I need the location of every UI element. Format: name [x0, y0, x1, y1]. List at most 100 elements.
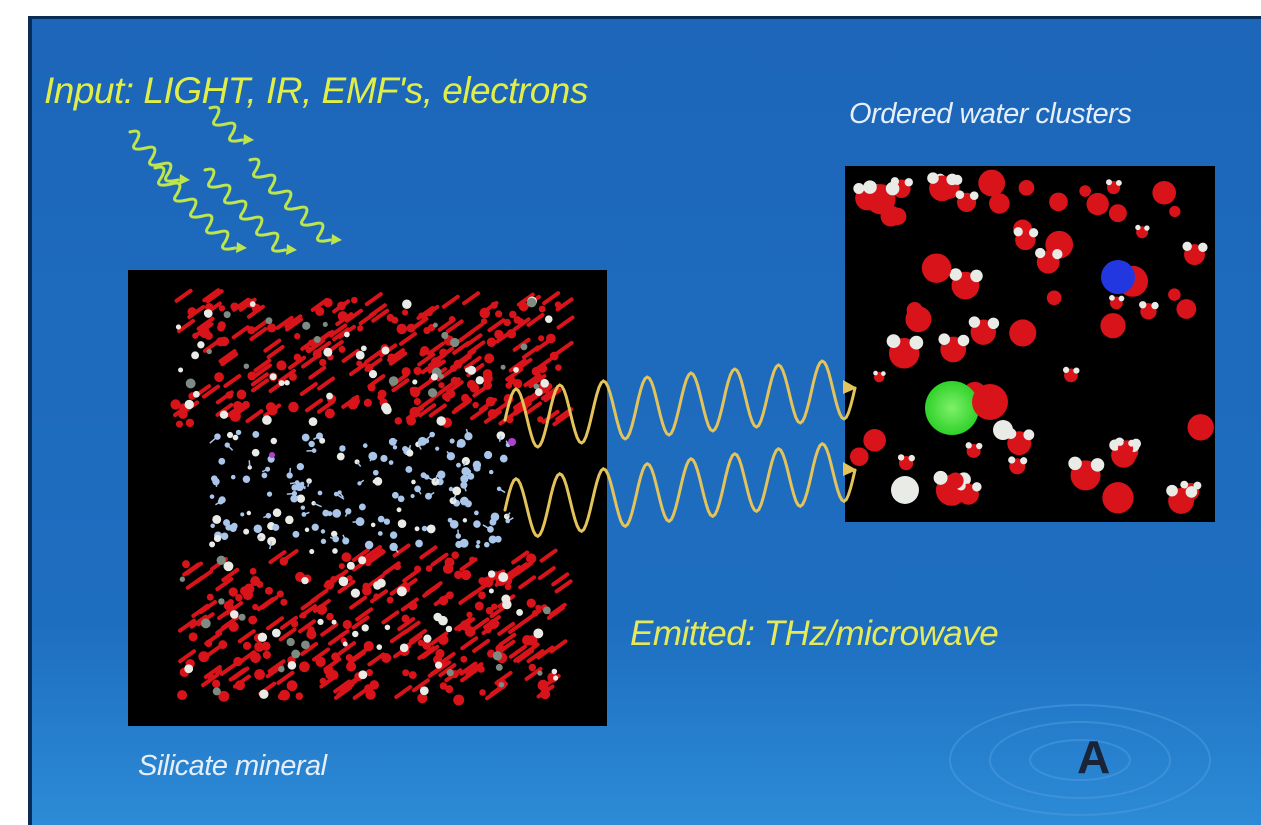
- corner-letter: A: [1077, 731, 1111, 783]
- silicon-atom: [238, 613, 246, 621]
- water-hydrogen-atom: [1052, 249, 1063, 260]
- silicon-atom: [361, 624, 369, 632]
- oxygen-atom: [206, 593, 214, 601]
- silicate-bond: [249, 326, 268, 341]
- water-hydrogen-atom: [1128, 439, 1136, 447]
- oxygen-atom: [365, 689, 376, 700]
- organic-bond: [457, 463, 459, 466]
- oxygen-atom: [182, 560, 190, 569]
- silicon-atom: [175, 324, 182, 330]
- water-hydrogen-atom: [976, 442, 983, 450]
- silicon-atom: [445, 625, 453, 633]
- silicon-atom: [355, 350, 365, 360]
- oxygen-atom: [218, 305, 226, 312]
- blue-ion-atom: [1101, 260, 1135, 294]
- water-hydrogen-atom: [1068, 456, 1082, 471]
- oxygen-atom: [214, 666, 223, 675]
- silicon-atom: [291, 649, 301, 659]
- silicon-atom: [265, 317, 273, 325]
- oxygen-atom: [417, 639, 425, 647]
- silicate-bond: [539, 548, 558, 563]
- oxygen-atom: [293, 353, 302, 362]
- water-hydrogen-atom: [1116, 439, 1124, 446]
- oxygen-atom: [323, 297, 333, 308]
- silicate-bond: [178, 618, 197, 633]
- silicate-bond: [177, 319, 196, 334]
- oxygen-atom: [402, 669, 410, 677]
- silicate-bond: [277, 368, 296, 383]
- silicon-atom: [223, 561, 234, 572]
- oxygen-atom: [494, 329, 504, 340]
- oxygen-atom: [394, 417, 403, 425]
- silicate-bond: [485, 686, 504, 701]
- water-oxygen-atom: [989, 193, 1010, 214]
- water-hydrogen-atom: [965, 442, 972, 449]
- input-wave-arrowhead: [331, 234, 342, 245]
- water-hydrogen-atom: [1135, 224, 1141, 231]
- silicate-bond: [215, 620, 234, 635]
- silicon-atom: [430, 373, 438, 381]
- organic-bond: [482, 524, 491, 531]
- silicon-atom: [419, 686, 429, 696]
- organic-atom: [320, 529, 326, 534]
- silicon-atom: [216, 555, 226, 565]
- input-wave-arrowhead: [286, 244, 297, 255]
- organic-atom: [317, 490, 323, 496]
- water-hydrogen-atom: [897, 454, 905, 461]
- organic-bond: [393, 445, 396, 448]
- silicate-bond: [555, 297, 574, 312]
- water-hydrogen-atom: [885, 181, 900, 196]
- water-oxygen-atom: [1102, 482, 1134, 514]
- water-oxygen-atom: [1049, 192, 1068, 212]
- oxygen-atom: [324, 408, 335, 419]
- silicon-atom: [368, 370, 378, 379]
- silicon-atom: [278, 380, 285, 386]
- silicate-bond: [445, 319, 464, 334]
- silicate-bond: [472, 638, 491, 653]
- water-hydrogen-atom: [968, 316, 981, 328]
- oxygen-atom: [488, 618, 499, 629]
- silicate-bond: [196, 316, 215, 331]
- oxygen-atom: [406, 415, 417, 426]
- silicate-bond: [389, 629, 408, 644]
- organic-atom: [261, 472, 268, 479]
- oxygen-atom: [315, 656, 326, 667]
- silicate-bond: [409, 628, 428, 643]
- organic-atom: [270, 437, 278, 445]
- oxygen-atom: [345, 653, 353, 662]
- silicate-bond: [351, 547, 370, 562]
- organic-atom: [435, 446, 440, 451]
- slide-top-border: [28, 16, 1261, 19]
- silicate-bond: [389, 351, 408, 366]
- oxygen-atom: [276, 590, 284, 598]
- silicate-bond: [329, 323, 348, 338]
- silicon-atom: [520, 343, 528, 351]
- silicon-atom: [475, 376, 484, 385]
- silicate-bond: [350, 647, 369, 662]
- silicon-atom: [178, 367, 184, 373]
- oxygen-atom: [451, 551, 460, 560]
- silicon-atom: [533, 383, 540, 390]
- slide-left-border: [28, 18, 32, 825]
- silicate-bond: [371, 308, 390, 323]
- silicon-atom: [331, 619, 337, 625]
- oxygen-atom: [187, 307, 197, 317]
- oxygen-atom: [328, 670, 339, 681]
- water-hydrogen-atom: [1182, 241, 1192, 251]
- silicate-bond: [364, 545, 383, 560]
- organic-bond: [339, 491, 344, 498]
- organic-atom: [253, 524, 263, 533]
- silicon-atom: [516, 608, 524, 616]
- silicate-bond: [515, 561, 534, 576]
- silicate-bond: [418, 403, 437, 418]
- organic-atom: [306, 478, 312, 484]
- oxygen-atom: [549, 351, 559, 361]
- oxygen-atom: [254, 641, 265, 652]
- organic-atom: [380, 454, 388, 463]
- organic-bond: [421, 474, 424, 477]
- organic-atom: [266, 491, 273, 497]
- silicate-bond: [333, 679, 352, 694]
- water-hydrogen-atom: [969, 191, 979, 200]
